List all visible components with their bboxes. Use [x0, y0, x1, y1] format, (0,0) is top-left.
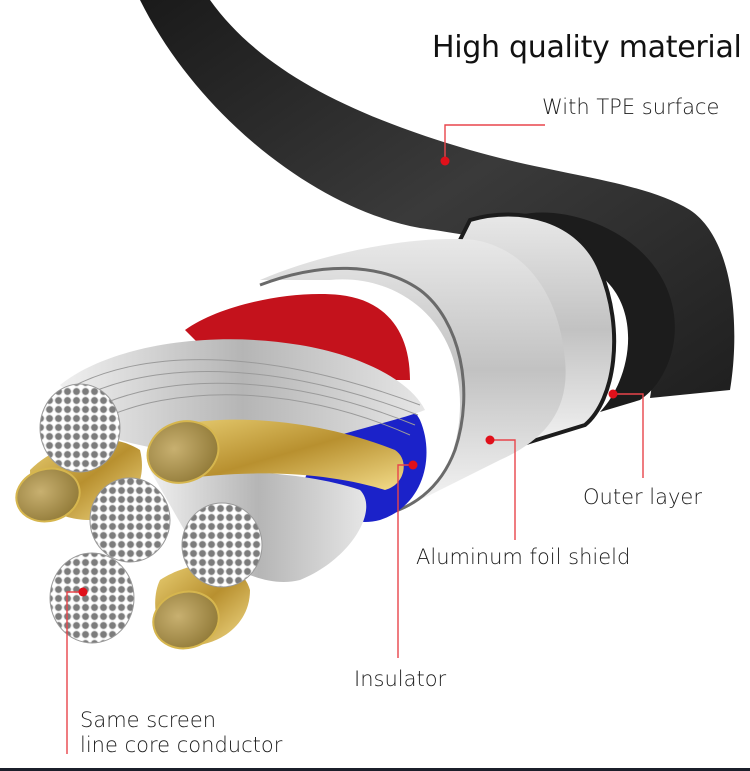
callout-dot-insulator [408, 460, 418, 470]
callout-label-aluminum-foil: Aluminum foil shield [416, 545, 631, 569]
callout-line-outer [615, 393, 644, 478]
headline: High quality material [432, 30, 742, 65]
strand-face-4 [49, 552, 135, 644]
callout-line-insulator [397, 464, 413, 658]
callout-dot-foil [485, 435, 495, 445]
callout-dot-outer [608, 389, 618, 399]
callout-label-insulator: Insulator [354, 667, 447, 691]
callout-dot-conductor [78, 587, 88, 597]
callout-line-conductor [66, 591, 83, 754]
red-insulator [185, 294, 410, 380]
callout-line-foil [490, 439, 516, 540]
callout-lines [66, 124, 644, 754]
strand-face-2 [89, 477, 171, 563]
callout-label-tpe-surface: With TPE surface [542, 95, 720, 119]
gold-face-2 [15, 467, 81, 523]
silver-strand-lines [69, 359, 421, 436]
strand-face-3 [181, 502, 263, 588]
gold-face-1 [146, 420, 220, 484]
bottom-divider [0, 768, 750, 771]
callout-line-tpe [444, 124, 545, 160]
strand-face-1 [39, 383, 121, 473]
callout-dot-tpe [440, 156, 450, 166]
conductor-label-line2: line core conductor [80, 733, 283, 757]
callout-label-outer-layer: Outer layer [583, 485, 702, 509]
callout-dots [78, 156, 618, 597]
foil-edge [259, 266, 466, 517]
gold-conductor-upper [160, 419, 404, 490]
outer-layer-ring [520, 212, 675, 412]
callout-label-conductor: Same screen line core conductor [80, 708, 282, 758]
aluminum-foil-tube [260, 239, 566, 500]
outer-jacket-shape [140, 0, 735, 398]
conductor-label-line1: Same screen [80, 708, 217, 732]
gold-face-3 [152, 590, 220, 650]
silver-strand-bundle [60, 339, 425, 455]
